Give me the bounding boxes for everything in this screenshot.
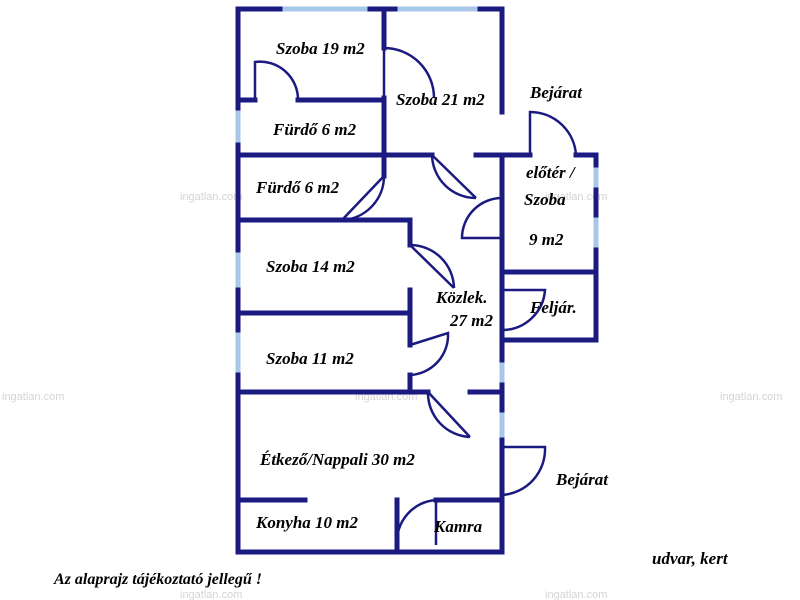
watermarks: ingatlan.com ingatlan.com ingatlan.com i… [2,191,782,600]
room-eloter-line2: Szoba [524,190,566,209]
door-kamra [395,498,438,546]
room-szoba-11: Szoba 11 m2 [266,349,354,368]
door-szoba14 [409,243,456,289]
door-entrance-top [528,110,578,156]
doors [253,46,578,546]
door-furdo-mid [341,175,386,222]
room-konyha: Konyha 10 m2 [255,513,359,532]
door-szoba21 [430,154,477,200]
watermark: ingatlan.com [720,391,782,403]
entrance-label-bottom: Bejárat [555,470,609,489]
door-etkezo [426,391,471,439]
windows [235,6,599,440]
door-entrance-bottom [501,445,547,497]
entrance-label-top: Bejárat [529,83,583,102]
watermark: ingatlan.com [2,391,64,403]
room-kozlek-area: 27 m2 [449,311,493,330]
room-szoba-21: Szoba 21 m2 [396,90,485,109]
yard-garden-label: udvar, kert [652,549,729,568]
door-feljar [501,288,547,332]
watermark: ingatlan.com [545,589,607,600]
door-szoba19-arc [383,46,436,99]
watermark: ingatlan.com [180,589,242,600]
room-feljar: Feljár. [529,298,577,317]
watermark: ingatlan.com [545,191,607,203]
disclaimer-note: Az alaprajz tájékoztató jellegű ! [53,571,262,588]
room-furdo-a: Fürdő 6 m2 [272,120,357,139]
room-kozlek-line1: Közlek. [435,288,487,307]
room-szoba-19: Szoba 19 m2 [276,39,365,58]
door-eloter [460,196,503,240]
room-etkezo-nappali: Étkező/Nappali 30 m2 [259,450,415,469]
watermark: ingatlan.com [180,191,242,203]
room-furdo-b: Fürdő 6 m2 [255,178,340,197]
door-furdo-top [253,60,300,101]
room-eloter-line1: előtér / [526,163,577,182]
room-szoba-14: Szoba 14 m2 [266,257,355,276]
room-kamra: Kamra [433,517,483,536]
room-eloter-area: 9 m2 [529,230,564,249]
walls [235,6,599,555]
door-szoba11 [409,331,450,377]
